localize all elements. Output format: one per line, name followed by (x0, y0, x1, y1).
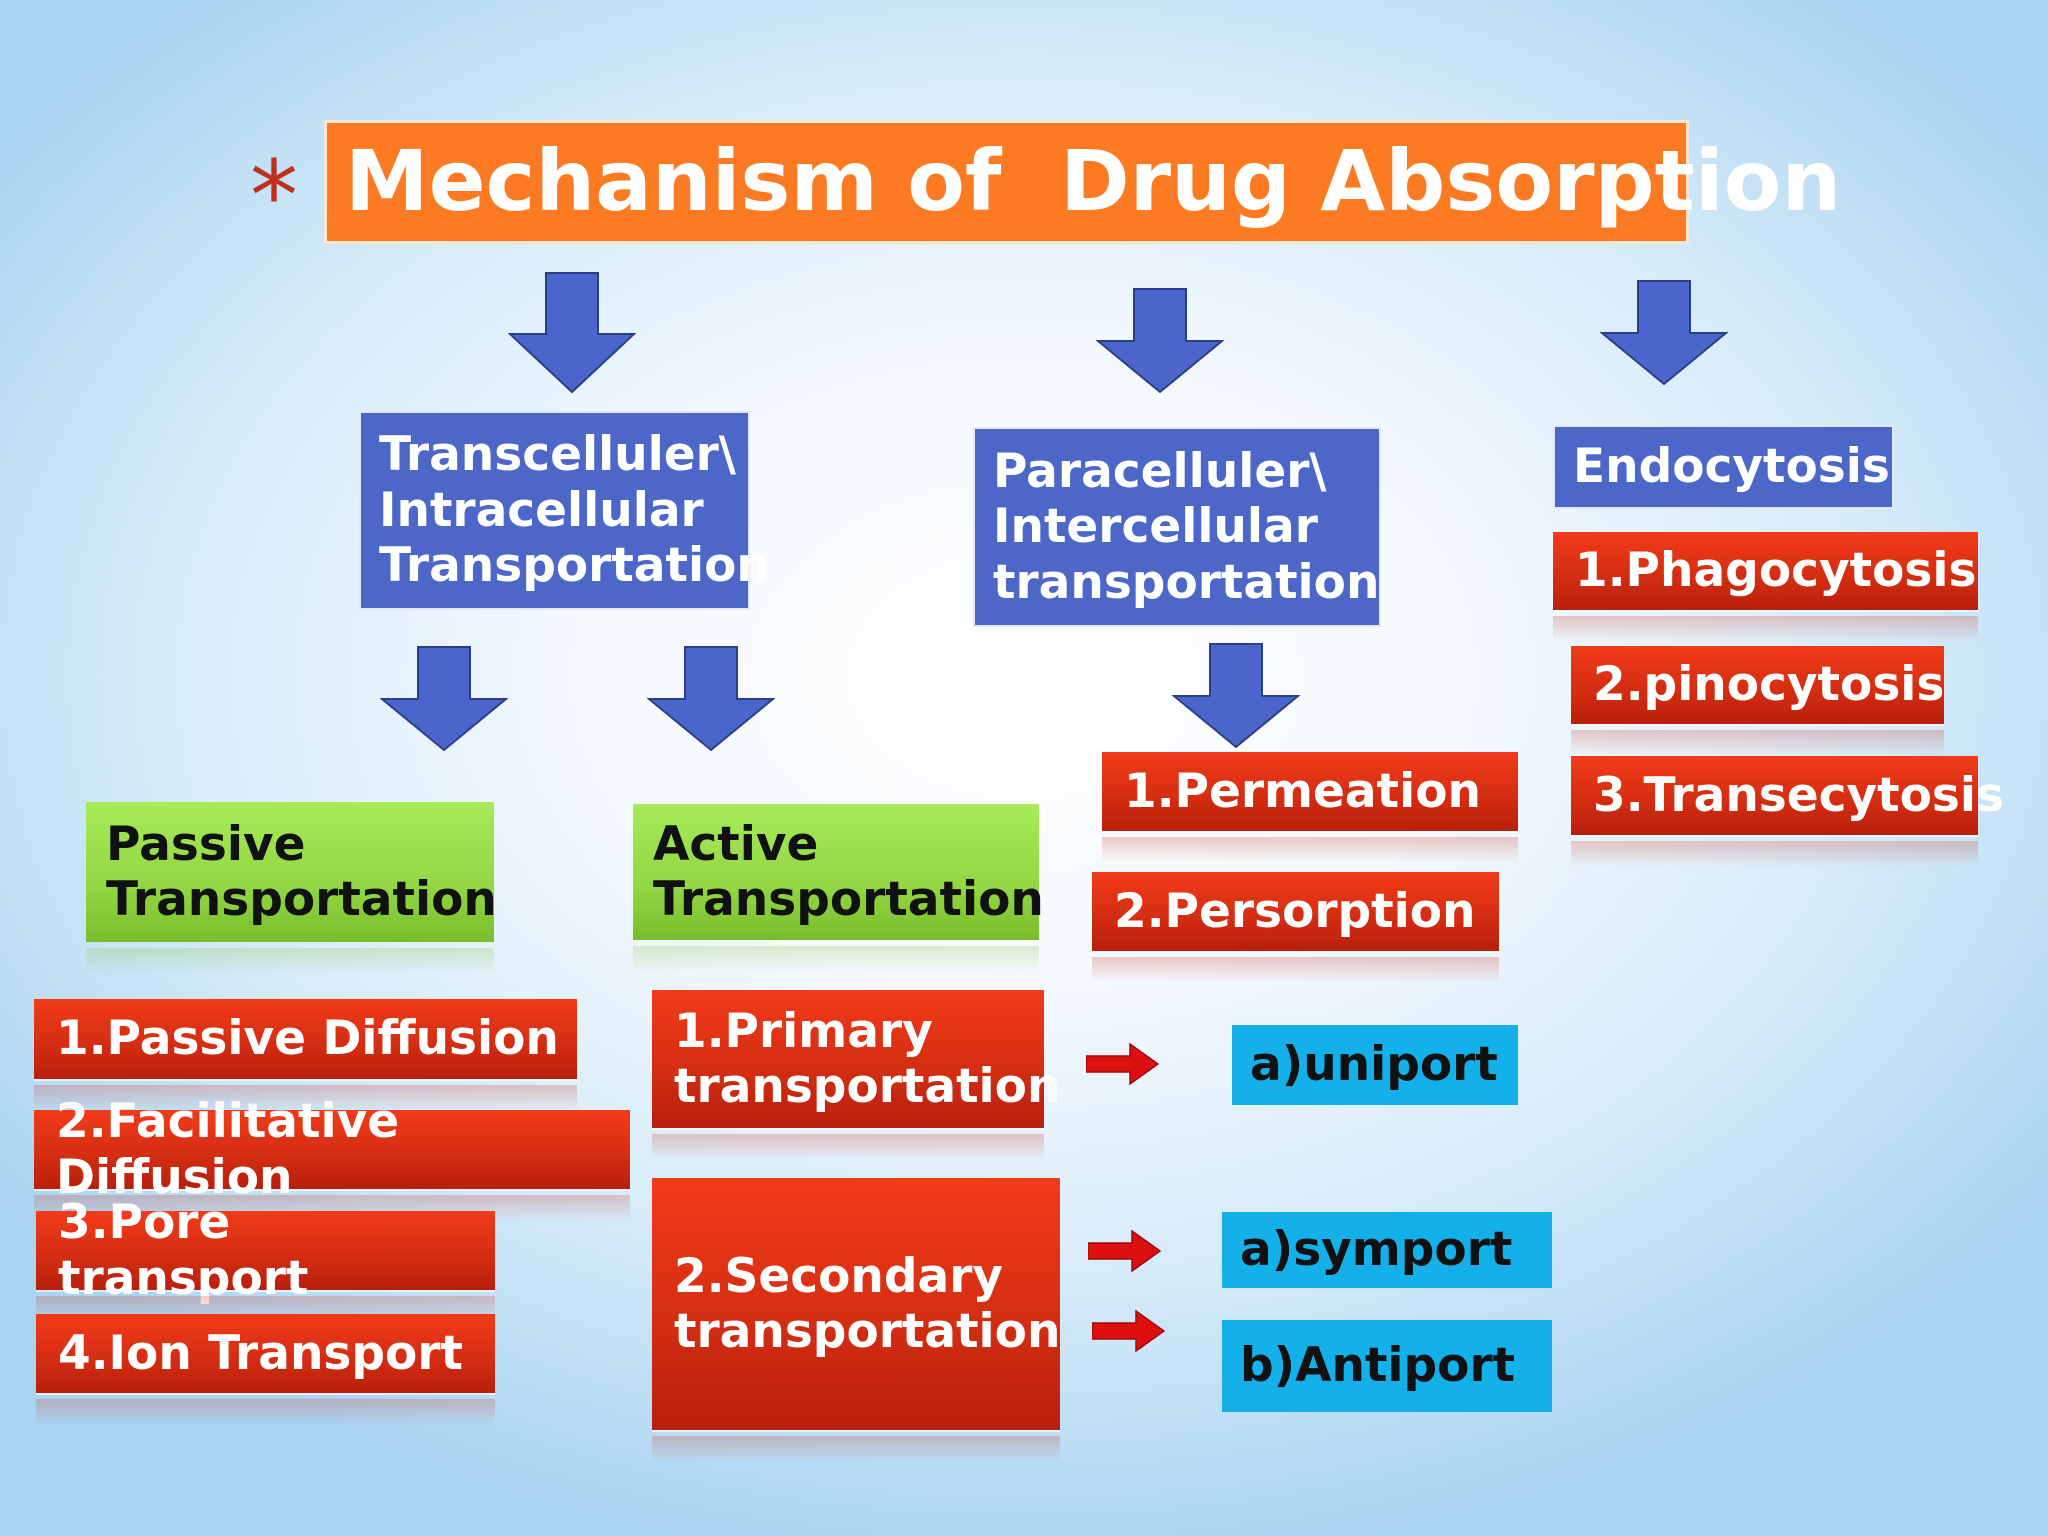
endocytosis-box: Endocytosis (1553, 425, 1894, 509)
down-arrow-icon (1172, 643, 1300, 749)
transcellular-transportation-box: Transcelluler\ Intracellular Transportat… (359, 411, 770, 610)
active-item-primary: 1.Primary transportation (652, 990, 1060, 1160)
subtype-symport: a)symport (1222, 1212, 1552, 1288)
passive-item: 3.Pore transport (36, 1195, 495, 1322)
active-item-secondary: 2.Secondary transportation (652, 1178, 1060, 1462)
passive-transportation-box: Passive Transportation (86, 802, 497, 974)
right-arrow-icon (1092, 1310, 1166, 1352)
down-arrow-icon (1600, 280, 1728, 386)
right-arrow-icon (1088, 1230, 1162, 1272)
paracellular-item: 2.Persorption (1092, 872, 1499, 983)
title-bullet-icon: * (250, 140, 298, 252)
passive-item: 1.Passive Diffusion (34, 999, 577, 1111)
paracellular-transportation-box: Paracelluler\ Intercellular transportati… (973, 427, 1381, 627)
endocytosis-item: 3.Transecytosis (1571, 756, 2004, 867)
page-title: Mechanism of Drug Absorption (324, 120, 1841, 244)
subtype-antiport: b)Antiport (1222, 1320, 1552, 1412)
endocytosis-item: 1.Phagocytosis (1553, 532, 1978, 642)
down-arrow-icon (508, 272, 636, 394)
endocytosis-item: 2.pinocytosis (1571, 646, 1944, 756)
passive-item: 4.Ion Transport (36, 1314, 495, 1425)
down-arrow-icon (1096, 288, 1224, 394)
active-transportation-box: Active Transportation (633, 804, 1044, 972)
right-arrow-icon (1086, 1043, 1160, 1085)
subtype-uniport: a)uniport (1232, 1025, 1518, 1105)
down-arrow-icon (647, 646, 775, 752)
passive-item: 2.Facilitative Diffusion (34, 1094, 630, 1221)
down-arrow-icon (380, 646, 508, 752)
paracellular-item: 1.Permeation (1102, 752, 1518, 863)
